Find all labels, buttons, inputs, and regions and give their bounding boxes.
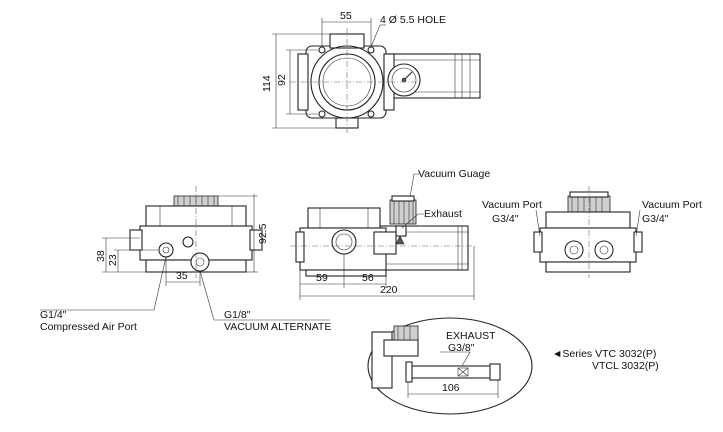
- vacuum-port-left-title: Vacuum Port: [482, 199, 542, 211]
- dim-35-label: 35: [176, 270, 188, 282]
- dim-23-label: 23: [107, 254, 119, 266]
- mount-hole-icon: [367, 46, 375, 54]
- detail-exhaust-size: G3/8": [448, 342, 475, 354]
- vacuum-port-left-size: G3/4": [492, 213, 519, 225]
- compressed-air-port-label: Compressed Air Port: [40, 321, 137, 333]
- dim-92-label: 92: [276, 74, 288, 86]
- vacuum-port-right-size: G3/4": [642, 213, 669, 225]
- compressed-air-port-icon: [158, 242, 174, 258]
- detail-ellipse: [367, 317, 533, 415]
- dim-92-5-label: 92.5: [257, 223, 269, 244]
- exhaust-tube: [407, 365, 499, 379]
- dim-220-label: 220: [380, 284, 398, 296]
- series-line-1: ◄Series VTC 3032(P): [552, 348, 656, 360]
- port-g18-size: G1/8": [224, 309, 251, 321]
- vacuum-gauge-label: Vacuum Guage: [418, 168, 490, 180]
- vacuum-alternate-port-icon: [190, 252, 210, 272]
- detail-view: EXHAUST G3/8" 106: [367, 317, 533, 415]
- right-body: [539, 227, 637, 263]
- dim-106-label: 106: [442, 382, 460, 394]
- left-view: 92.5 38 23 35 G1/4" Compressed Air Port …: [40, 186, 331, 333]
- dim-114-label: 114: [261, 75, 273, 92]
- detail-exhaust-title: EXHAUST: [446, 330, 496, 342]
- hole-label: 4 Ø 5.5 HOLE: [380, 14, 446, 26]
- vacuum-port-front-icon: [331, 229, 357, 255]
- vacuum-gauge-body: [389, 199, 417, 225]
- dim-59-label: 59: [316, 272, 328, 284]
- vacuum-port-right-icon: [594, 240, 614, 260]
- top-view: 55 4 Ø 5.5 HOLE 114 92: [261, 10, 481, 134]
- mount-hole-icon: [318, 46, 326, 54]
- right-view: Vacuum Port G3/4" Vacuum Port G3/4": [482, 186, 702, 278]
- dim-38-label: 38: [95, 250, 107, 262]
- vacuum-alternate-label: VACUUM ALTERNATE: [224, 321, 331, 333]
- vacuum-port-left-icon: [564, 240, 584, 260]
- dim-55-label: 55: [340, 10, 352, 22]
- exhaust-label: Exhaust: [424, 208, 462, 220]
- port-g14-size: G1/4": [40, 309, 67, 321]
- dim-56-label: 56: [362, 272, 374, 284]
- front-view: Vacuum Guage Exhaust 59 56 220: [290, 168, 490, 300]
- series-line-2: VTCL 3032(P): [592, 360, 659, 372]
- mount-hole-icon: [367, 110, 375, 118]
- mount-hole-icon: [318, 110, 326, 118]
- series-note: ◄Series VTC 3032(P) VTCL 3032(P): [552, 348, 659, 372]
- vacuum-port-right-title: Vacuum Port: [642, 199, 702, 211]
